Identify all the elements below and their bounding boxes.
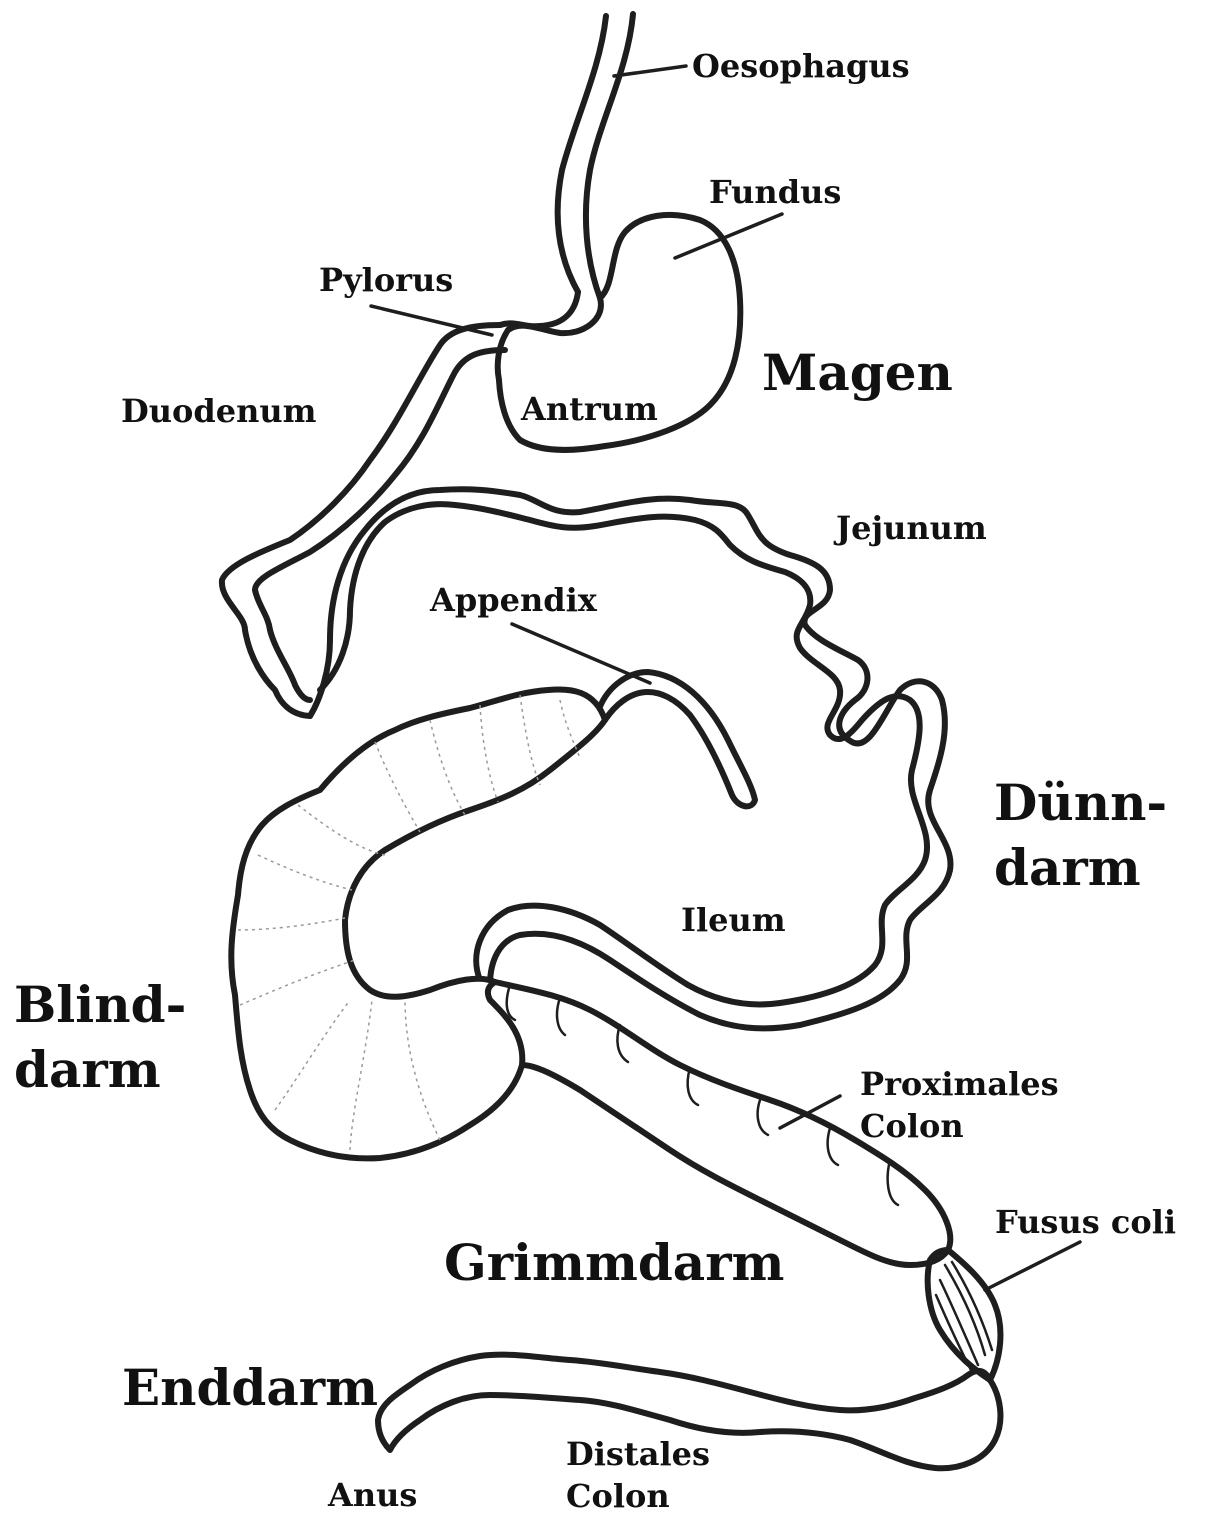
oesophagus-tube	[558, 14, 633, 298]
label-duodenum: Duodenum	[121, 395, 316, 427]
label-proximales-colon-line1: Proximales	[860, 1064, 1059, 1106]
label-blinddarm-line2: darm	[14, 1037, 186, 1102]
label-blinddarm-line1: Blind-	[14, 972, 186, 1037]
label-distales-colon-line2: Colon	[566, 1476, 710, 1517]
label-magen: Magen	[762, 348, 953, 398]
label-distales-colon: Distales Colon	[566, 1434, 710, 1517]
stomach-upper-edge	[500, 292, 578, 326]
label-oesophagus: Oesophagus	[692, 50, 910, 82]
label-antrum: Antrum	[521, 393, 658, 425]
label-anus: Anus	[328, 1479, 417, 1511]
label-jejunum: Jejunum	[836, 512, 987, 544]
label-grimmdarm: Grimmdarm	[444, 1238, 784, 1288]
appendix-tube	[598, 672, 755, 806]
caecum-outline	[231, 689, 605, 1158]
label-proximales-colon: Proximales Colon	[860, 1064, 1059, 1147]
label-duenndarm-line2: darm	[994, 835, 1167, 900]
label-proximales-colon-line2: Colon	[860, 1106, 1059, 1148]
label-blinddarm: Blind- darm	[14, 972, 186, 1102]
fusus-coli-shape	[928, 1250, 1001, 1380]
label-duenndarm: Dünn- darm	[994, 770, 1167, 900]
label-fusus-coli: Fusus coli	[995, 1206, 1176, 1238]
label-appendix: Appendix	[430, 584, 597, 616]
duodenum-tube	[222, 325, 505, 716]
label-distales-colon-line1: Distales	[566, 1434, 710, 1476]
label-fundus: Fundus	[709, 176, 841, 208]
label-duenndarm-line1: Dünn-	[994, 770, 1167, 835]
label-enddarm: Enddarm	[122, 1363, 378, 1413]
label-ileum: Ileum	[681, 904, 786, 936]
label-pylorus: Pylorus	[319, 264, 453, 296]
